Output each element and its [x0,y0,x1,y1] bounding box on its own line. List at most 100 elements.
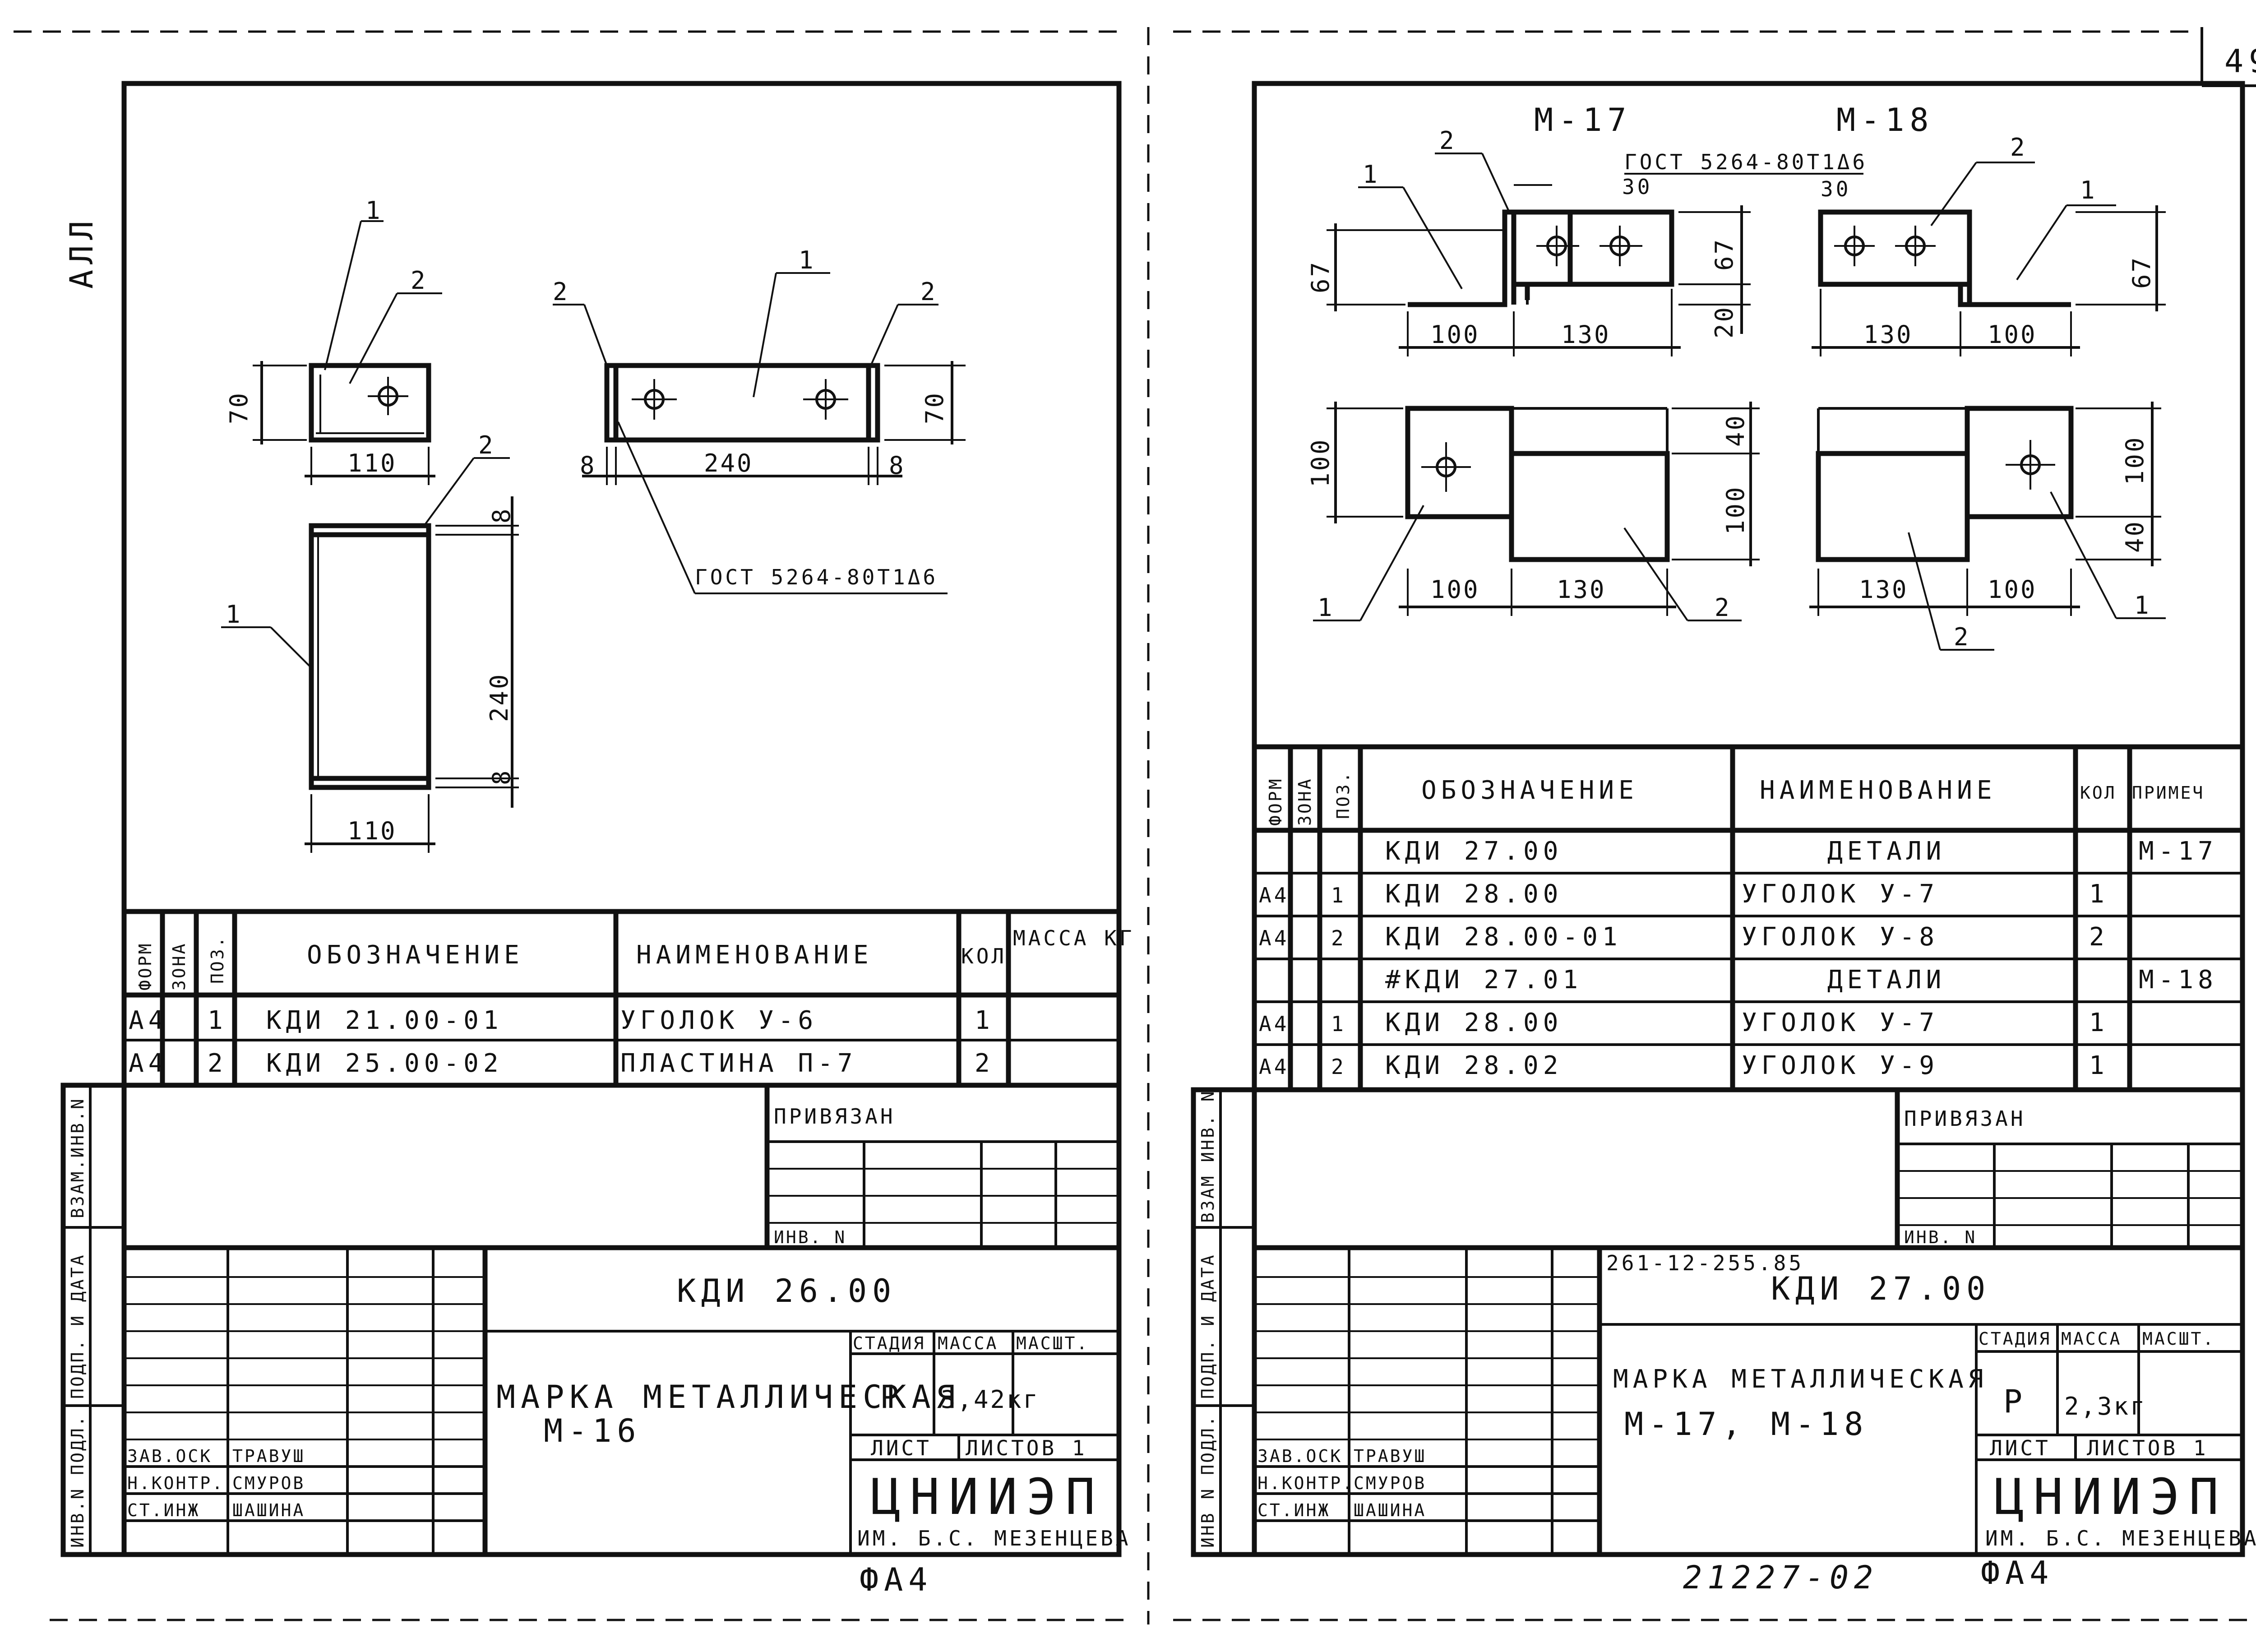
right-spec-table: ФОРМ ЗОНА ПОЗ. ОБОЗНАЧЕНИЕ НАИМЕНОВАНИЕ … [1252,744,2245,1092]
left-side-dim-h: 240 [485,672,513,722]
left-spec-h-name: НАИМЕНОВАНИЕ [636,940,873,970]
callout-2d: 2 [1954,623,1970,651]
signer-name: ТРАВУШ [232,1446,305,1466]
dim-b100-l: 100 [1430,575,1480,604]
spec-cell-format: А4 [1259,926,1289,950]
left-side-strip: ВЗАМ.ИНВ.N ПОДП. И ДАТА ИНВ.N ПОДЛ. [60,1083,127,1557]
callout-1c: 1 [1318,593,1334,622]
right-org-line1: ЦНИИЭП [1994,1468,2228,1526]
left-top-dim-w: 110 [347,449,397,477]
left-spec-h-qty: КОЛ [961,944,1007,968]
spec-cell-format: А4 [1259,1012,1289,1036]
left-doc-code: КДИ 26.00 [677,1273,897,1310]
right-spec-h-format: ФОРМ [1266,777,1285,826]
right-weld: ГОСТ 5264-80Т1Δ6 [1624,150,1868,174]
spec-cell-pos: 2 [1331,926,1346,950]
spec-cell-designation: КДИ 28.00 [1385,1008,1563,1037]
left-front-callout-1: 1 [799,246,815,274]
spec-cell-name: УГОЛОК У-7 [1742,1008,1939,1037]
left-org-line1: ЦНИИЭП [871,1468,1104,1526]
left-spec-h-zone: ЗОНА [169,942,189,990]
right-side-strip: ВЗАМ ИНВ. N ПОДП. И ДАТА ИНВ N ПОДЛ. [1191,1087,1257,1557]
spec-cell-note: М-18 [2139,965,2218,995]
margin-mark: АЛЛ [63,216,100,289]
right-strip-vzam: ВЗАМ ИНВ. N [1198,1089,1218,1223]
spec-cell-pos: 1 [1331,1012,1346,1036]
right-spec-h-note: ПРИМЕЧ [2132,783,2205,803]
left-top-view: 70 110 1 2 [225,196,442,485]
right-privyazan: ПРИВЯЗАН ИНВ. N [1895,1090,2242,1248]
left-privyazan: ПРИВЯЗАН ИНВ. N [124,1083,1119,1248]
spec-cell-name: УГОЛОК У-6 [620,1006,818,1035]
left-spec-h-mass: МАССА КГ [1013,926,1135,950]
dim-w130-r: 130 [1863,320,1913,349]
left-strip-vzam: ВЗАМ.ИНВ.N [68,1097,88,1218]
spec-cell-format: А4 [129,1006,168,1035]
left-front-dim-left: 8 [580,451,596,480]
left-side-view: 8 240 8 110 1 2 [221,431,519,853]
spec-cell-designation: КДИ 28.02 [1385,1051,1563,1080]
spec-cell-designation: КДИ 25.00-02 [266,1049,503,1078]
spec-cell-designation: КДИ 28.00-01 [1385,922,1622,952]
left-front-view: 70 8 240 8 2 2 1 ГОСТ 5264-80Т1Δ6 [553,246,966,594]
dim-b100-r: 100 [1988,575,2037,604]
callout-2c: 2 [1715,593,1731,622]
dim-p40-top: 40 [1721,414,1750,447]
left-front-dim-h: 70 [920,391,949,424]
spec-cell-format: А4 [1259,883,1289,907]
right-sheet: М-17 М-18 ГОСТ 5264-80Т1Δ6 [1191,81,2256,1596]
spec-cell-format: А4 [129,1049,168,1078]
right-plan: 100 40 100 100 40 100 130 130 100 [1306,402,2166,651]
spec-cell-note: М-17 [2139,837,2218,866]
dim-p100-right: 100 [2121,435,2149,485]
left-inv-n: ИНВ. N [774,1227,846,1247]
left-mass: 3,42кг [941,1385,1040,1414]
callout-2a: 2 [1439,126,1456,155]
dim-b130-l: 130 [1557,575,1606,604]
left-front-dim-right: 8 [889,451,906,480]
dim-h67-mid: 67 [1710,238,1738,271]
left-sheets-label: ЛИСТОВ 1 [966,1436,1087,1460]
left-top-dim-h: 70 [225,391,253,424]
left-spec-h-designation: ОБОЗНАЧЕНИЕ [307,940,524,970]
signer-name: ШАШИНА [232,1500,305,1520]
right-spec-h-designation: ОБОЗНАЧЕНИЕ [1421,776,1638,805]
right-title-line1: МАРКА МЕТАЛЛИЧЕСКАЯ [1613,1365,1988,1394]
right-spec-h-zone: ЗОНА [1295,777,1315,826]
left-title-block: КДИ 26.00 МАРКА МЕТАЛЛИЧЕСКАЯ М-16 СТАДИ… [124,1245,1128,1555]
dim-h67-right: 67 [2127,256,2156,289]
spec-cell-name: УГОЛОК У-8 [1742,922,1939,952]
right-stage: Р [2003,1383,2028,1420]
label-m18: М-18 [1836,102,1934,139]
dim-p40-bot: 40 [2121,520,2149,553]
left-side-callout-1: 1 [226,600,242,629]
left-spec-h-format: ФОРМ [135,942,155,990]
right-spec-h-name: НАИМЕНОВАНИЕ [1760,776,1997,805]
right-mass-label: МАССА [2061,1329,2122,1349]
signer-role: ЗАВ.ОСК [127,1446,212,1466]
left-mass-label: МАССА [938,1333,998,1353]
right-stage-label: СТАДИЯ [1979,1329,2051,1349]
signer-name: ТРАВУШ [1354,1446,1426,1466]
spec-cell-format: А4 [1259,1055,1289,1079]
dim-b130-r: 130 [1859,575,1909,604]
spec-cell-pos: 2 [208,1049,227,1078]
left-privyazan-label: ПРИВЯЗАН [774,1104,896,1129]
signer-role: Н.КОНТР. [127,1473,224,1493]
left-sheet-label: ЛИСТ [871,1436,932,1460]
right-org-line2: ИМ. Б.С. МЕЗЕНЦЕВА [1985,1526,2256,1550]
signer-name: СМУРОВ [1354,1473,1426,1493]
spec-cell-qty: 1 [2089,879,2109,909]
page-number-box: 49 [2201,27,2256,87]
right-scale-label: МАСШТ. [2142,1329,2215,1349]
spec-cell-designation: КДИ 28.00 [1385,879,1563,909]
right-inv-n: ИНВ. N [1904,1227,1977,1247]
spec-cell-name: ПЛАСТИНА П-7 [620,1049,857,1078]
dim-30-a: 30 [1622,175,1652,199]
right-archive-number: 21227-02 [1683,1559,1878,1596]
right-spec-h-qty: КОЛ [2080,783,2117,803]
